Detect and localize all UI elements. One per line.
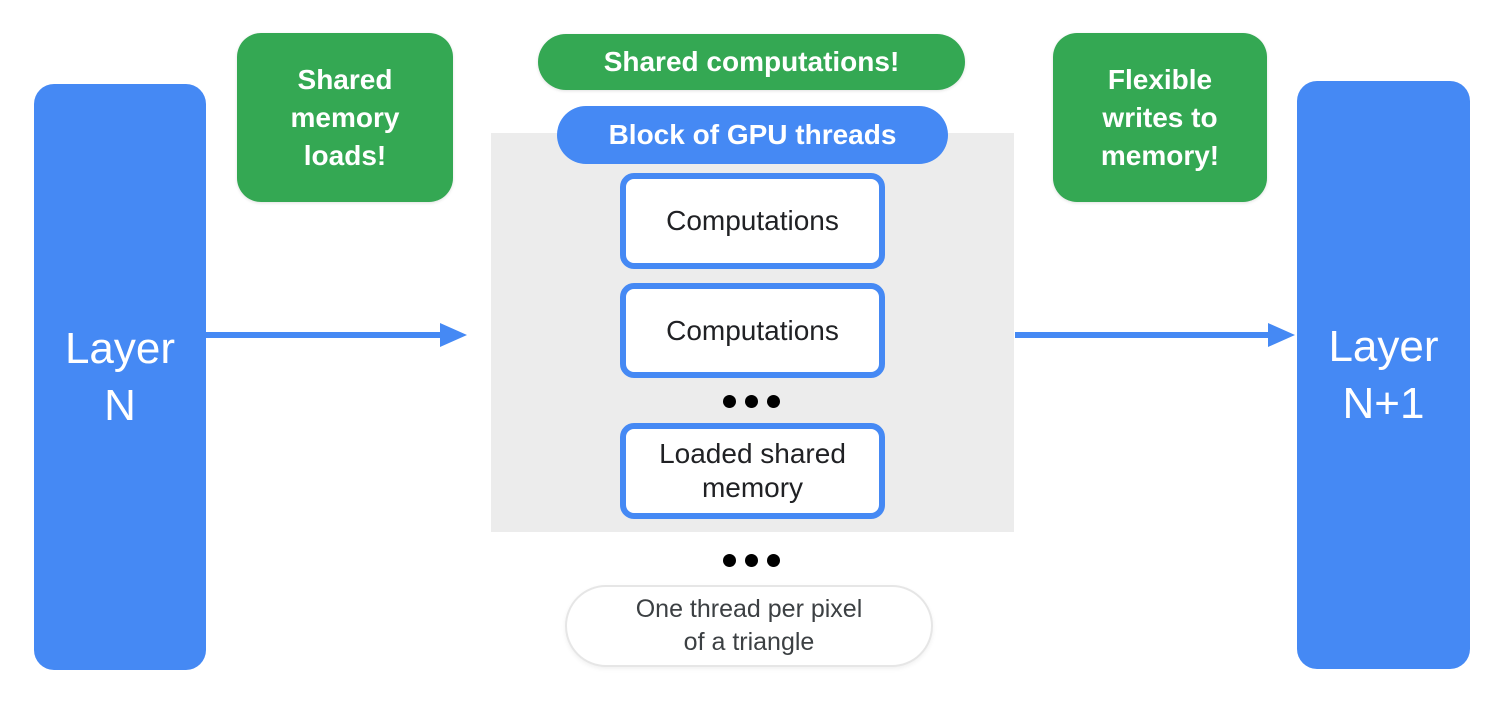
loaded-shared-memory-box: Loaded shared memory bbox=[620, 423, 885, 519]
dot-icon bbox=[723, 395, 736, 408]
gpu-block-header: Block of GPU threads bbox=[557, 106, 948, 164]
callout-line: memory bbox=[290, 101, 400, 133]
ellipsis-dots-icon bbox=[723, 554, 780, 567]
callout-line: Shared bbox=[297, 63, 393, 95]
layer-n1-label-line2: N+1 bbox=[1342, 379, 1425, 428]
layer-n1-label-line1: Layer bbox=[1328, 322, 1439, 371]
dot-icon bbox=[767, 395, 780, 408]
dot-icon bbox=[745, 554, 758, 567]
dot-icon bbox=[745, 395, 758, 408]
dot-icon bbox=[723, 554, 736, 567]
layer-n1-box: Layer N+1 bbox=[1297, 81, 1470, 669]
callout-shared-computations: Shared computations! bbox=[538, 34, 965, 90]
callout-line: writes to bbox=[1102, 101, 1218, 133]
arrow-left-icon bbox=[206, 323, 467, 347]
compute-box-label: Computations bbox=[666, 205, 839, 236]
layer-n-label-line1: Layer bbox=[64, 324, 176, 373]
callout-label: Shared computations! bbox=[603, 46, 900, 77]
callout-line: loads! bbox=[303, 139, 387, 171]
compute-box-1: Computations bbox=[620, 173, 885, 269]
layer-n-label-line2: N bbox=[104, 381, 136, 430]
compute-box-label: Loaded shared memory bbox=[659, 438, 846, 503]
bottom-note-line: of a triangle bbox=[683, 628, 815, 656]
callout-shared-memory-loads: Shared memory loads! bbox=[237, 33, 453, 202]
callout-line: Flexible bbox=[1107, 63, 1213, 95]
ellipsis-dots-icon bbox=[723, 395, 780, 408]
callout-line: memory! bbox=[1100, 139, 1220, 171]
layer-n-box: Layer N bbox=[34, 84, 206, 670]
arrow-right-icon bbox=[1015, 323, 1295, 347]
gpu-block-header-label: Block of GPU threads bbox=[608, 119, 897, 150]
compute-box-label: Computations bbox=[666, 314, 839, 346]
bottom-note-line: One thread per pixel bbox=[635, 595, 863, 623]
compute-box-2: Computations bbox=[620, 283, 885, 378]
callout-flexible-writes: Flexible writes to memory! bbox=[1053, 33, 1267, 202]
bottom-note-pill: One thread per pixel of a triangle bbox=[565, 585, 933, 667]
dot-icon bbox=[767, 554, 780, 567]
